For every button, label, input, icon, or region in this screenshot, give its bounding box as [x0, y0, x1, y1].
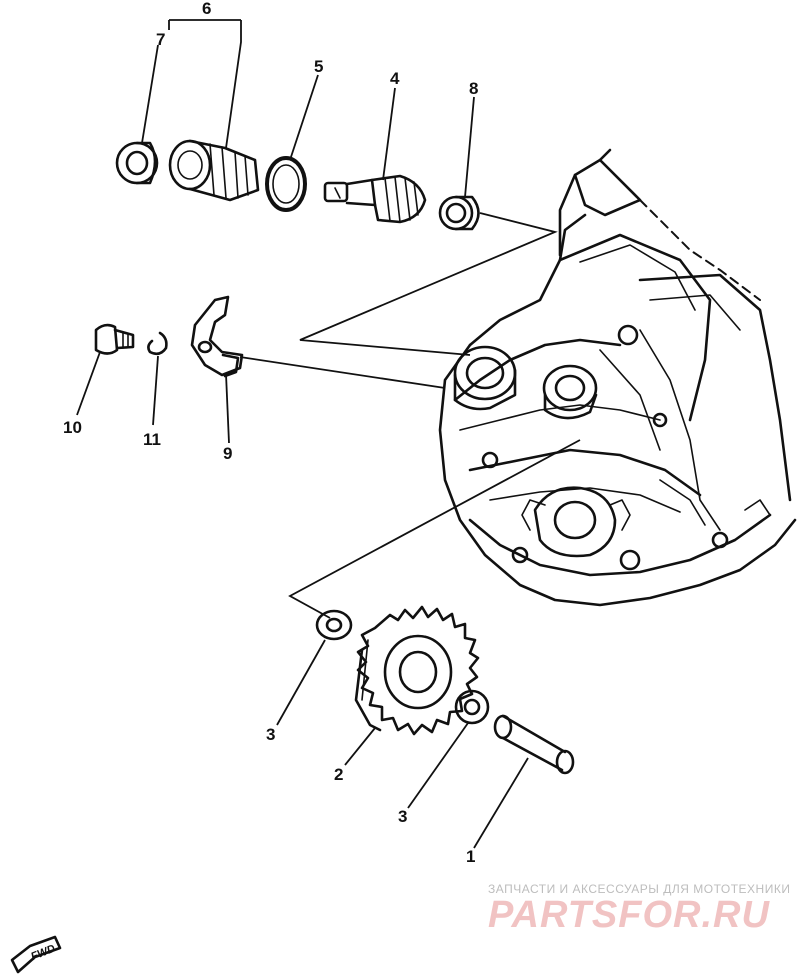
callout-10: 10 [63, 418, 82, 437]
callout-6: 6 [202, 0, 211, 18]
part-3-thrust-washer-upper [315, 609, 353, 641]
fwd-direction-marker: FWD [10, 935, 62, 974]
part-3-thrust-washer-lower [454, 689, 490, 725]
part-8-collar [438, 195, 480, 231]
part-11-lock-washer [147, 331, 168, 356]
part-10-bolt [94, 323, 135, 355]
callout-3-lower: 3 [398, 807, 407, 826]
part-4-gear-shaft [323, 174, 427, 224]
callout-leaders [76, 19, 529, 849]
callout-9: 9 [223, 444, 232, 463]
part-2-idle-gear [354, 605, 480, 736]
callout-2: 2 [334, 765, 343, 784]
callout-1: 1 [466, 847, 475, 866]
callout-7: 7 [156, 30, 165, 49]
assembly-guide-lines [239, 212, 581, 619]
watermark-tagline: ЗАПЧАСТИ И АКСЕССУАРЫ ДЛЯ МОТОТЕХНИКИ [488, 882, 790, 896]
part-9-stopper-plate [190, 295, 244, 378]
crankcase-housing [438, 148, 797, 607]
callout-numbers: 6 7 5 4 8 10 11 9 3 2 3 1 [63, 0, 478, 866]
part-7-oil-seal [115, 141, 159, 185]
callout-4: 4 [390, 69, 400, 88]
watermark-brand: PARTSFOR.RU [488, 894, 770, 936]
watermark: ЗАПЧАСТИ И АКСЕССУАРЫ ДЛЯ МОТОТЕХНИКИ PA… [488, 882, 790, 936]
callout-3-upper: 3 [266, 725, 275, 744]
part-5-o-ring [265, 156, 307, 212]
callout-8: 8 [469, 79, 478, 98]
callout-5: 5 [314, 57, 323, 76]
part-6-gear-housing [168, 139, 260, 202]
part-1-shaft [493, 714, 575, 775]
callout-11: 11 [143, 430, 161, 449]
